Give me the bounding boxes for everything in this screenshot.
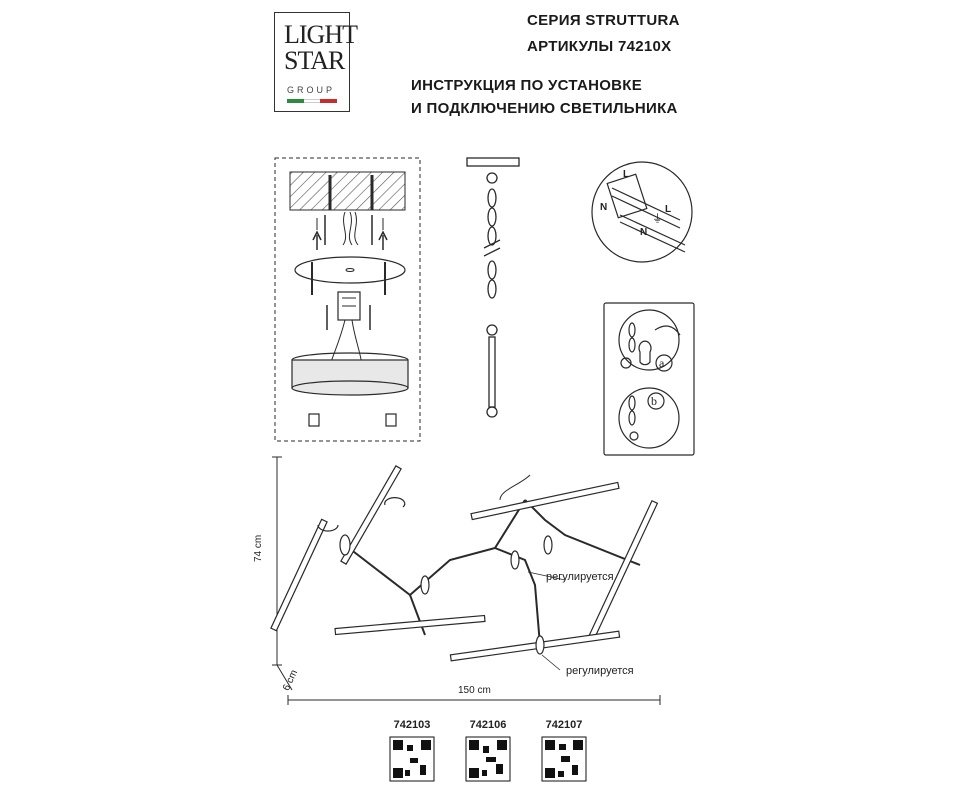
qr-code-742107 [541, 736, 587, 782]
wire-label-L1: L [623, 169, 629, 180]
suspension-rod [486, 324, 498, 418]
chandelier-frame [270, 465, 659, 671]
supply-wires [342, 211, 359, 246]
earth-icon: ⏚ [652, 212, 663, 225]
instruction-title-line2: И ПОДКЛЮЧЕНИЮ СВЕТИЛЬНИКА [411, 100, 678, 117]
cap-left [308, 413, 320, 427]
note-adjustable-2: регулируется [566, 665, 634, 677]
detail-label-b: b [651, 394, 657, 408]
qr-code-742103 [389, 736, 435, 782]
wire-label-N2: N [640, 227, 647, 238]
detail-label-a: a [659, 356, 665, 370]
qr-label-742107: 742107 [545, 719, 583, 731]
wire-label-N1: N [600, 202, 607, 213]
mounting-panel [274, 157, 421, 442]
logo-word-group: GROUP [287, 85, 336, 95]
canopy-plate [294, 256, 406, 284]
article-numbers: АРТИКУЛЫ 74210X [527, 38, 672, 55]
brand-logo: LIGHT STAR GROUP [274, 12, 358, 112]
instruction-title-line1: ИНСТРУКЦИЯ ПО УСТАНОВКЕ [411, 77, 643, 94]
canopy-cup [291, 352, 409, 396]
logo-flag [287, 99, 338, 103]
terminal-block [337, 291, 361, 321]
wiring-connector-detail [591, 161, 693, 263]
wire-label-L2: L [665, 204, 671, 215]
qr-code-742106 [465, 736, 511, 782]
qr-label-742103: 742103 [393, 719, 431, 731]
suspension-chain [466, 157, 520, 299]
dimension-width: 150 cm [458, 685, 491, 696]
note-adjustable-1: регулируется [546, 571, 614, 583]
qr-label-742106: 742106 [469, 719, 507, 731]
logo-word-light: LIGHT [284, 20, 358, 49]
logo-word-star: STAR [284, 46, 345, 75]
dimension-height: 74 cm [253, 534, 264, 562]
chain-connection-detail [603, 302, 695, 456]
anchor-screws [312, 215, 388, 250]
series-title: СЕРИЯ STRUTTURA [527, 12, 680, 29]
cap-right [385, 413, 397, 427]
